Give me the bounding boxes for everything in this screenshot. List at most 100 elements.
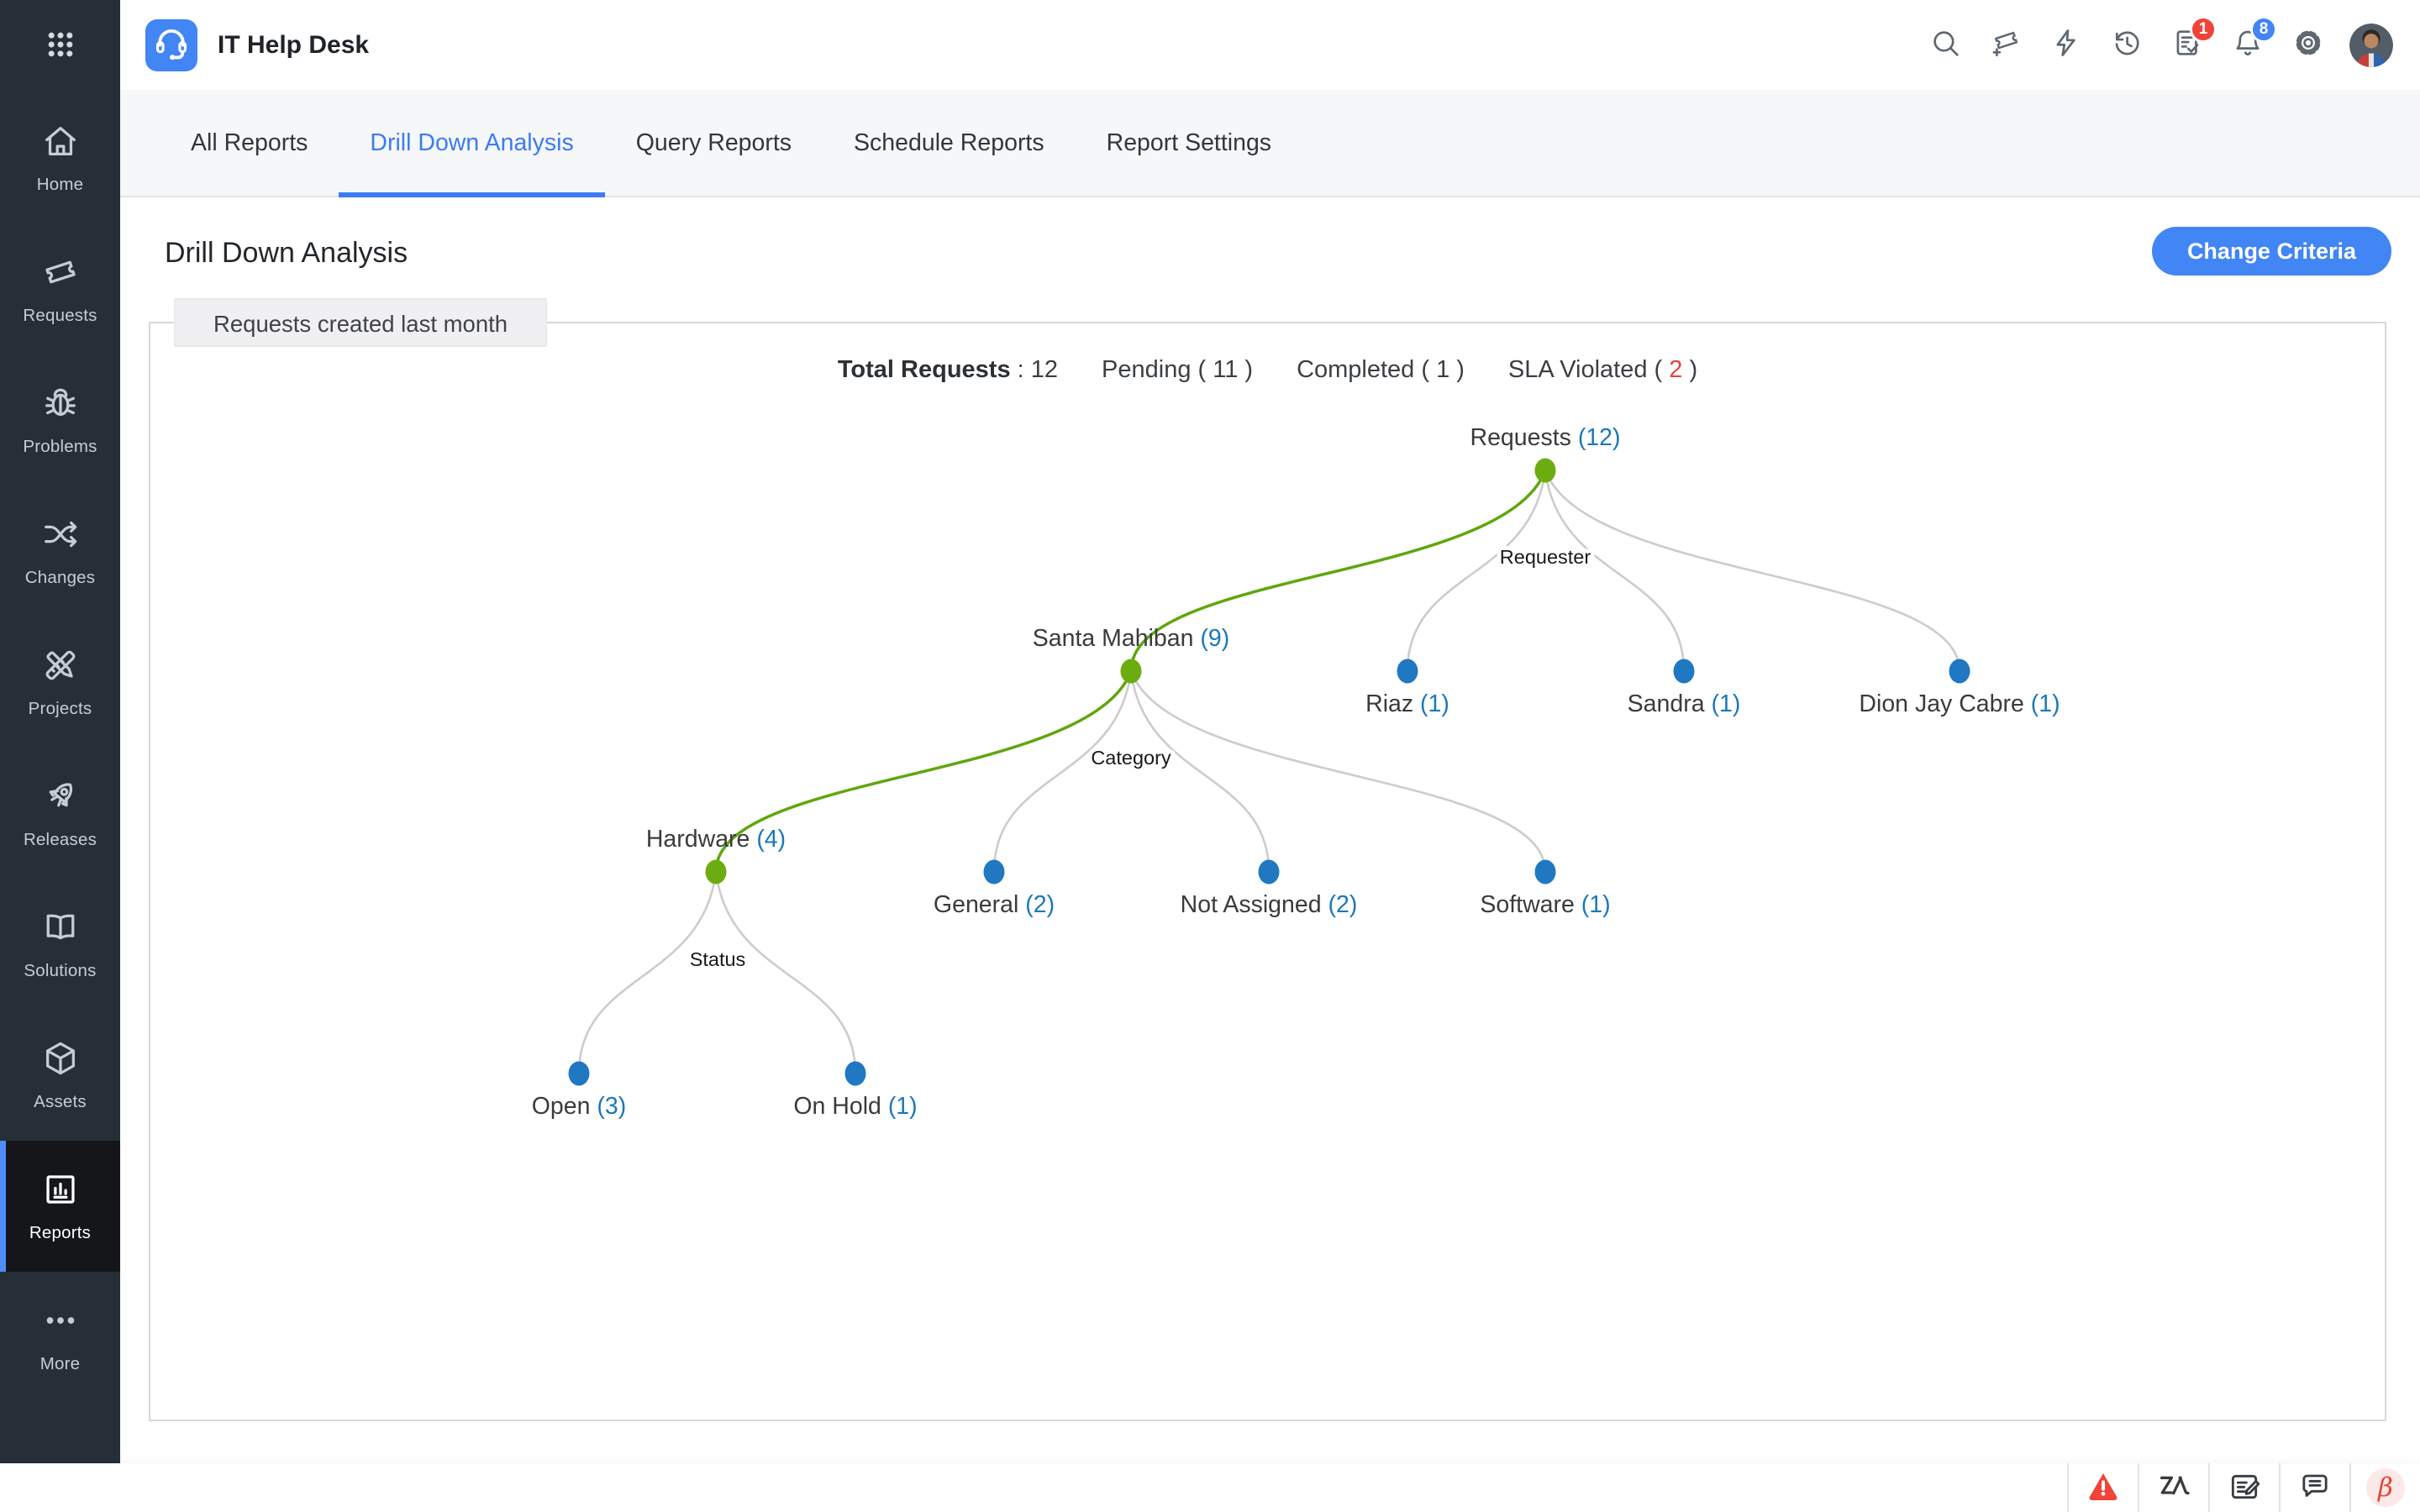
change-criteria-button[interactable]: Change Criteria [2151,227,2391,276]
history-icon [2111,27,2143,63]
stats-total-value: : 12 [1010,356,1059,383]
tree-node-dot [1120,659,1142,684]
stats-alert-value: 2 [1669,356,1683,383]
approvals-badge: 1 [2190,15,2217,43]
tree-node-software[interactable]: Software (1) [1480,859,1611,919]
zia-icon [2157,1469,2191,1507]
tree-node-dion[interactable]: Dion Jay Cabre (1) [1859,659,2060,718]
tree-node-dot [1949,659,1970,684]
tree-node-dot [1534,859,1556,885]
tree-node-label: Not Assigned (2) [1181,891,1358,918]
settings-button[interactable] [2289,26,2328,65]
tree-node-label: Dion Jay Cabre (1) [1859,690,2060,717]
tree-node-onhold[interactable]: On Hold (1) [793,1061,918,1121]
tree-node-dot [1258,859,1280,885]
tree-node-label: Hardware (4) [646,826,786,853]
sidebar-item-label: Requests [23,305,97,325]
tree-node-label: Riaz (1) [1365,690,1449,717]
tree-node-open[interactable]: Open (3) [532,1061,626,1121]
compose-icon [2228,1469,2261,1507]
stats-segment: SLA Violated ( 2 ) [1507,356,1698,383]
tree-node-label: Santa Mahiban (9) [1033,625,1229,652]
tree-node-dot [1534,458,1556,483]
tree-node-dot [568,1061,590,1086]
sidebar-item-releases[interactable]: Releases [0,748,120,879]
home-icon [41,122,80,165]
sidebar-item-label: Assets [34,1091,87,1111]
sidebar-item-projects[interactable]: Projects [0,617,120,748]
tab-drill-down-analysis[interactable]: Drill Down Analysis [339,90,606,197]
cube-icon [41,1039,80,1082]
sidebar-item-problems[interactable]: Problems [0,354,120,486]
sidebar-item-solutions[interactable]: Solutions [0,879,120,1010]
sidebar-item-label: More [39,1353,81,1373]
add-ticket-button[interactable] [1986,26,2025,65]
tree-node-notassigned[interactable]: Not Assigned (2) [1181,859,1358,919]
sla-alerts-button[interactable] [2067,1463,2138,1512]
tree-node-santa[interactable]: Santa Mahiban (9) [1033,625,1229,684]
zia-assistant-button[interactable] [2138,1463,2208,1512]
avatar[interactable] [2349,23,2393,67]
tree-node-sandra[interactable]: Sandra (1) [1628,659,1741,718]
sidebar-item-home[interactable]: Home [0,92,120,223]
sidebar-item-changes[interactable]: Changes [0,486,120,617]
rocket-icon [41,777,80,820]
tree-node-dot [1673,659,1695,684]
tools-icon [41,646,80,689]
sidebar-item-assets[interactable]: Assets [0,1010,120,1141]
stats-segment: Completed ( 1 ) [1297,356,1465,383]
tab-query-reports[interactable]: Query Reports [635,129,792,156]
task-list-icon [2171,27,2203,63]
bug-icon [41,384,80,427]
feedback-button[interactable] [2208,1463,2279,1512]
chat-button[interactable] [2279,1463,2349,1512]
beta-icon: β [2366,1468,2405,1507]
page-title: Drill Down Analysis [165,237,408,269]
stats-segment: Pending ( 11 ) [1102,356,1254,383]
notifications-button[interactable]: 8 [2228,15,2277,65]
lightning-icon [2050,27,2082,63]
tree-node-dot [983,859,1005,885]
chat-icon [2298,1469,2332,1507]
sidebar-item-reports[interactable]: Reports [0,1141,120,1272]
sidebar-item-label: Releases [23,829,97,849]
sidebar-item-label: Home [36,174,84,194]
footer-quick-icons: β [2067,1463,2420,1512]
sidebar-item-label: Solutions [24,960,97,980]
beta-button[interactable]: β [2349,1463,2420,1512]
tree-node-requests[interactable]: Requests (12) [1470,424,1621,483]
tree-node-dot [844,1061,866,1086]
quick-actions-button[interactable] [2047,26,2086,65]
chart-icon [41,1170,80,1213]
app-logo[interactable] [145,18,197,71]
report-tabs: All Reports Drill Down Analysis Query Re… [120,90,2420,197]
approvals-button[interactable]: 1 [2168,15,2217,65]
sidebar-item-requests[interactable]: Requests [0,223,120,354]
tree-node-hardware[interactable]: Hardware (4) [646,826,786,885]
tree-node-dot [1397,659,1418,684]
notifications-badge: 8 [2250,15,2277,43]
tree-node-label: Open (3) [532,1093,626,1120]
tree-node-label: General (2) [934,891,1055,918]
recent-items-button[interactable] [2107,26,2146,65]
tab-all-reports[interactable]: All Reports [191,129,308,156]
tree-node-dot [705,859,727,885]
search-icon [1929,27,1961,63]
tree-node-riaz[interactable]: Riaz (1) [1365,659,1449,718]
footer-bar: β [0,1463,2420,1512]
grid-menu-icon [44,28,77,66]
ticket-plus-icon [1990,27,2022,63]
tab-report-settings[interactable]: Report Settings [1106,129,1272,156]
tree-node-general[interactable]: General (2) [934,859,1055,919]
search-button[interactable] [1926,26,1965,65]
sidebar-item-label: Reports [29,1222,92,1242]
sidebar-item-more[interactable]: More [0,1272,120,1403]
app-switcher-button[interactable] [0,0,120,92]
tab-schedule-reports[interactable]: Schedule Reports [854,129,1044,156]
tree-node-label: Requests (12) [1470,424,1620,451]
warning-triangle-icon [2086,1469,2120,1507]
